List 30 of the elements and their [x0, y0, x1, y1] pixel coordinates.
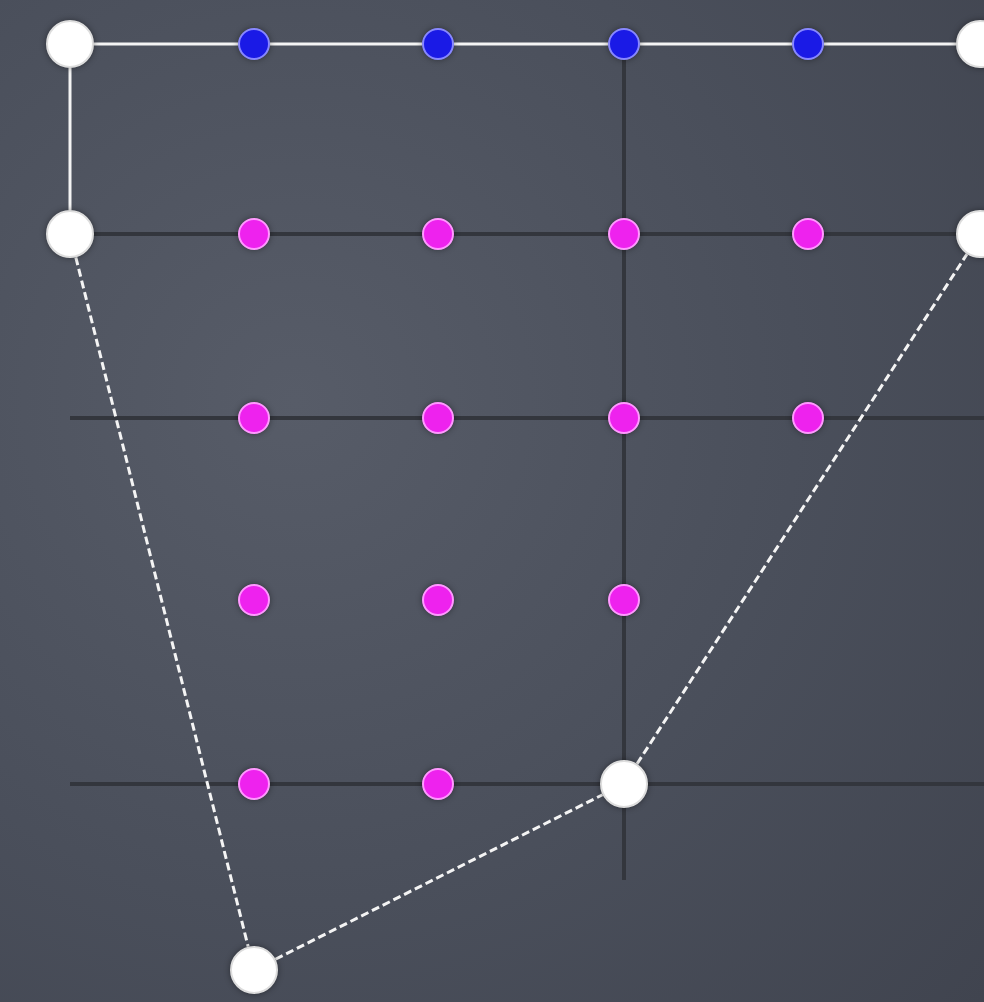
- connector-line: [74, 256, 250, 948]
- connector-line: [94, 42, 238, 46]
- point-marker: [608, 218, 640, 250]
- point-marker: [792, 218, 824, 250]
- point-marker: [422, 584, 454, 616]
- point-marker: [600, 760, 648, 808]
- point-marker: [46, 210, 94, 258]
- connector-line: [270, 42, 422, 46]
- point-marker: [422, 218, 454, 250]
- point-marker: [238, 402, 270, 434]
- point-marker: [46, 20, 94, 68]
- connector-line: [274, 793, 604, 961]
- point-marker: [422, 28, 454, 60]
- point-marker: [608, 584, 640, 616]
- point-marker: [608, 402, 640, 434]
- connector-line: [824, 42, 956, 46]
- point-marker: [422, 768, 454, 800]
- point-marker: [608, 28, 640, 60]
- point-marker: [238, 768, 270, 800]
- connector-line: [640, 42, 792, 46]
- point-marker: [792, 402, 824, 434]
- connector-line: [68, 68, 72, 210]
- point-marker: [230, 946, 278, 994]
- point-marker: [238, 584, 270, 616]
- connector-line: [635, 253, 969, 765]
- connector-line: [454, 42, 608, 46]
- point-marker: [238, 28, 270, 60]
- point-marker: [238, 218, 270, 250]
- point-marker: [792, 28, 824, 60]
- point-marker: [422, 402, 454, 434]
